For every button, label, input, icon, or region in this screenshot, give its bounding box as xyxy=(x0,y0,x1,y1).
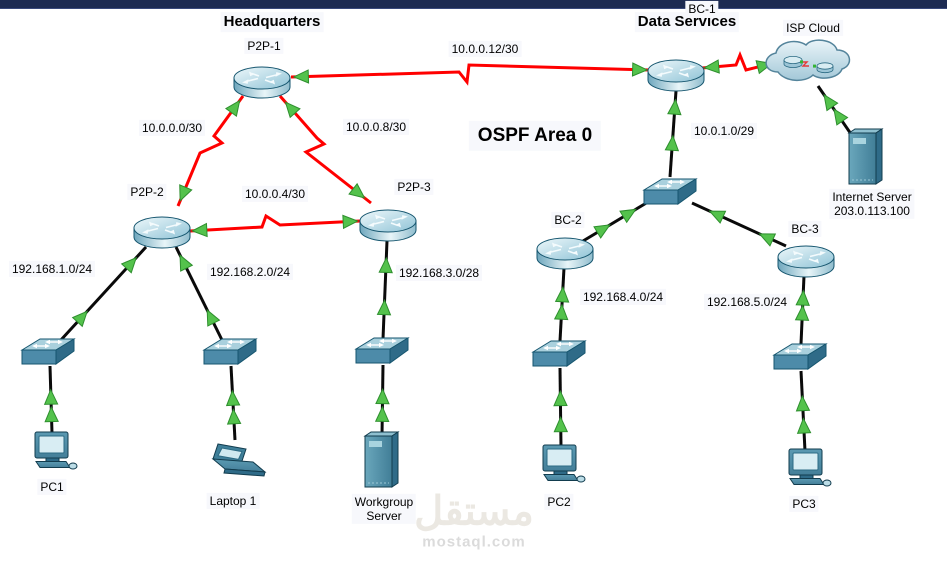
device-internet-server-server-icon[interactable] xyxy=(847,128,884,185)
link-eth-switch-pc2[interactable] xyxy=(558,367,563,448)
device-p2p-3-router-icon[interactable] xyxy=(359,209,417,242)
device-bc-2-router-icon[interactable] xyxy=(536,237,594,270)
device-label-internet-server: Internet Server 203.0.113.100 xyxy=(829,188,915,220)
device-core-switch-switch-icon[interactable] xyxy=(642,178,698,205)
link-status-arrow xyxy=(554,286,570,303)
device-label-workgroup-server: Workgroup Server xyxy=(351,493,417,525)
link-status-arrow xyxy=(703,59,720,74)
network-label: 192.168.1.0/24 xyxy=(8,260,96,278)
link-status-arrow xyxy=(284,101,301,119)
link-status-arrow xyxy=(120,256,138,274)
link-status-arrow xyxy=(631,62,649,77)
window-top-bar xyxy=(0,0,947,9)
link-status-arrow xyxy=(833,108,849,126)
device-hq-switch-2-switch-icon[interactable] xyxy=(202,338,258,365)
link-serial-p2p1-p2p2[interactable] xyxy=(176,95,245,207)
region-title-data-services: Data Services xyxy=(634,12,740,32)
device-label-p2p-2: P2P-2 xyxy=(127,183,167,201)
network-label: 10.0.1.0/29 xyxy=(690,122,758,140)
network-label: 10.0.0.0/30 xyxy=(138,119,206,137)
link-status-arrow xyxy=(796,417,812,434)
network-label: 192.168.2.0/24 xyxy=(206,263,294,281)
network-label: 10.0.0.4/30 xyxy=(241,185,309,203)
network-label: 192.168.3.0/28 xyxy=(395,264,483,282)
link-status-arrow xyxy=(795,394,811,412)
link-status-arrow xyxy=(376,298,392,316)
link-arrows-layer xyxy=(43,59,849,434)
device-bc-3-router-icon[interactable] xyxy=(777,245,835,278)
link-status-arrow xyxy=(179,254,194,272)
device-label-bc-1: BC-1 xyxy=(685,0,719,18)
device-bc-1-router-icon[interactable] xyxy=(647,59,705,92)
link-status-arrow xyxy=(553,303,569,321)
link-status-arrow xyxy=(348,182,366,199)
link-status-arrow xyxy=(758,233,777,247)
link-status-arrow xyxy=(553,415,569,433)
link-status-arrow xyxy=(342,214,359,230)
device-label-p2p-3: P2P-3 xyxy=(394,178,434,196)
link-serial-p2p2-p2p3[interactable] xyxy=(189,213,361,233)
link-status-arrow xyxy=(226,408,242,425)
link-status-arrow xyxy=(667,98,682,116)
link-status-arrow xyxy=(708,210,727,224)
link-status-arrow xyxy=(619,208,637,224)
link-status-arrow xyxy=(378,256,393,274)
link-status-arrow xyxy=(44,405,59,423)
device-workgroup-server-server-icon[interactable] xyxy=(363,431,400,488)
link-status-arrow xyxy=(794,304,810,321)
link-status-arrow xyxy=(71,310,89,328)
network-label: 10.0.0.12/30 xyxy=(448,40,522,58)
link-status-arrow xyxy=(224,99,241,117)
device-label-bc-3: BC-3 xyxy=(788,220,822,238)
link-status-arrow xyxy=(553,389,568,407)
device-label-pc3: PC3 xyxy=(789,495,819,513)
device-label-isp-cloud: ISP Cloud xyxy=(783,19,843,37)
device-hq-switch-1-switch-icon[interactable] xyxy=(20,338,76,365)
device-label-p2p-1: P2P-1 xyxy=(244,37,284,55)
link-status-arrow xyxy=(225,389,241,407)
link-serial-bc1-cloud[interactable] xyxy=(701,50,775,72)
link-status-arrow xyxy=(823,93,839,112)
link-status-arrow xyxy=(43,388,59,405)
device-hq-switch-3-switch-icon[interactable] xyxy=(354,337,410,364)
device-ds-switch-2-switch-icon[interactable] xyxy=(772,343,828,370)
devices-layer xyxy=(20,39,884,488)
link-status-arrow xyxy=(664,134,680,152)
link-eth-p2p3-switch3[interactable] xyxy=(381,240,389,340)
device-p2p-1-router-icon[interactable] xyxy=(233,66,291,99)
network-label: 10.0.0.8/30 xyxy=(342,118,410,136)
link-status-arrow xyxy=(292,69,310,84)
device-p2p-2-router-icon[interactable] xyxy=(133,216,191,249)
link-status-arrow xyxy=(593,224,611,239)
link-status-arrow xyxy=(374,405,390,423)
link-eth-coreswitch-bc2[interactable] xyxy=(582,200,649,243)
device-pc3-pc-icon[interactable] xyxy=(788,448,832,487)
link-status-arrow xyxy=(179,184,193,202)
link-status-arrow xyxy=(375,387,390,405)
link-status-arrow xyxy=(795,289,810,306)
link-status-arrow xyxy=(206,308,221,327)
device-isp-cloud-cloud-icon[interactable] xyxy=(765,39,851,81)
device-pc2-pc-icon[interactable] xyxy=(542,444,586,483)
links-layer xyxy=(48,50,853,452)
link-serial-p2p1-p2p3[interactable] xyxy=(278,95,372,205)
device-pc1-pc-icon[interactable] xyxy=(34,431,78,470)
device-label-laptop1: Laptop 1 xyxy=(206,492,260,510)
ospf-area-label: OSPF Area 0 xyxy=(468,120,602,152)
network-label: 192.168.5.0/24 xyxy=(703,293,791,311)
device-label-pc1: PC1 xyxy=(37,478,67,496)
region-title-headquarters: Headquarters xyxy=(220,12,324,32)
device-label-pc2: PC2 xyxy=(544,493,574,511)
link-status-arrow xyxy=(191,222,208,238)
network-label: 192.168.4.0/24 xyxy=(579,288,667,306)
link-serial-p2p1-bc1[interactable] xyxy=(290,63,651,86)
device-label-bc-2: BC-2 xyxy=(551,211,585,229)
device-laptop1-laptop-icon[interactable] xyxy=(211,443,267,477)
device-ds-switch-1-switch-icon[interactable] xyxy=(531,340,587,367)
